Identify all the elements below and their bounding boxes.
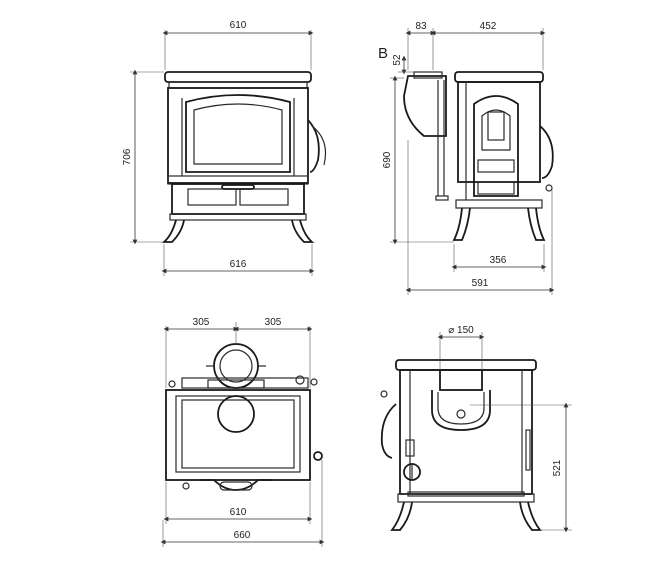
front-height-label: 706 <box>122 148 133 165</box>
rear-stove-outline <box>380 359 542 531</box>
side-feet-depth-label: 356 <box>490 255 507 266</box>
side-view: B 52 83 452 690 356 591 <box>378 21 555 295</box>
side-total-depth-label: 591 <box>472 278 489 289</box>
front-stove-outline <box>161 71 327 243</box>
rear-view: ⌀ 150 521 <box>380 325 572 533</box>
front-view: 610 616 706 <box>122 20 327 276</box>
front-bottom-width-label: 616 <box>230 259 247 270</box>
top-outer-width-label: 660 <box>234 530 251 541</box>
top-left-half-label: 305 <box>193 317 210 328</box>
top-view: 305 305 610 660 <box>160 317 325 547</box>
side-offset-top-label: 52 <box>392 54 403 66</box>
side-marker-label: B <box>378 45 388 62</box>
top-right-half-label: 305 <box>265 317 282 328</box>
top-inner-width-label: 610 <box>230 507 247 518</box>
front-top-width-label: 610 <box>230 20 247 31</box>
side-top-depth-label: 452 <box>480 21 497 32</box>
side-offset-horizontal-label: 83 <box>415 21 427 32</box>
side-height-label: 690 <box>382 151 393 168</box>
top-stove-outline <box>165 343 323 491</box>
side-stove-outline <box>403 71 554 241</box>
rear-flue-diameter-label: ⌀ 150 <box>448 325 474 336</box>
rear-flue-height-label: 521 <box>552 459 563 476</box>
